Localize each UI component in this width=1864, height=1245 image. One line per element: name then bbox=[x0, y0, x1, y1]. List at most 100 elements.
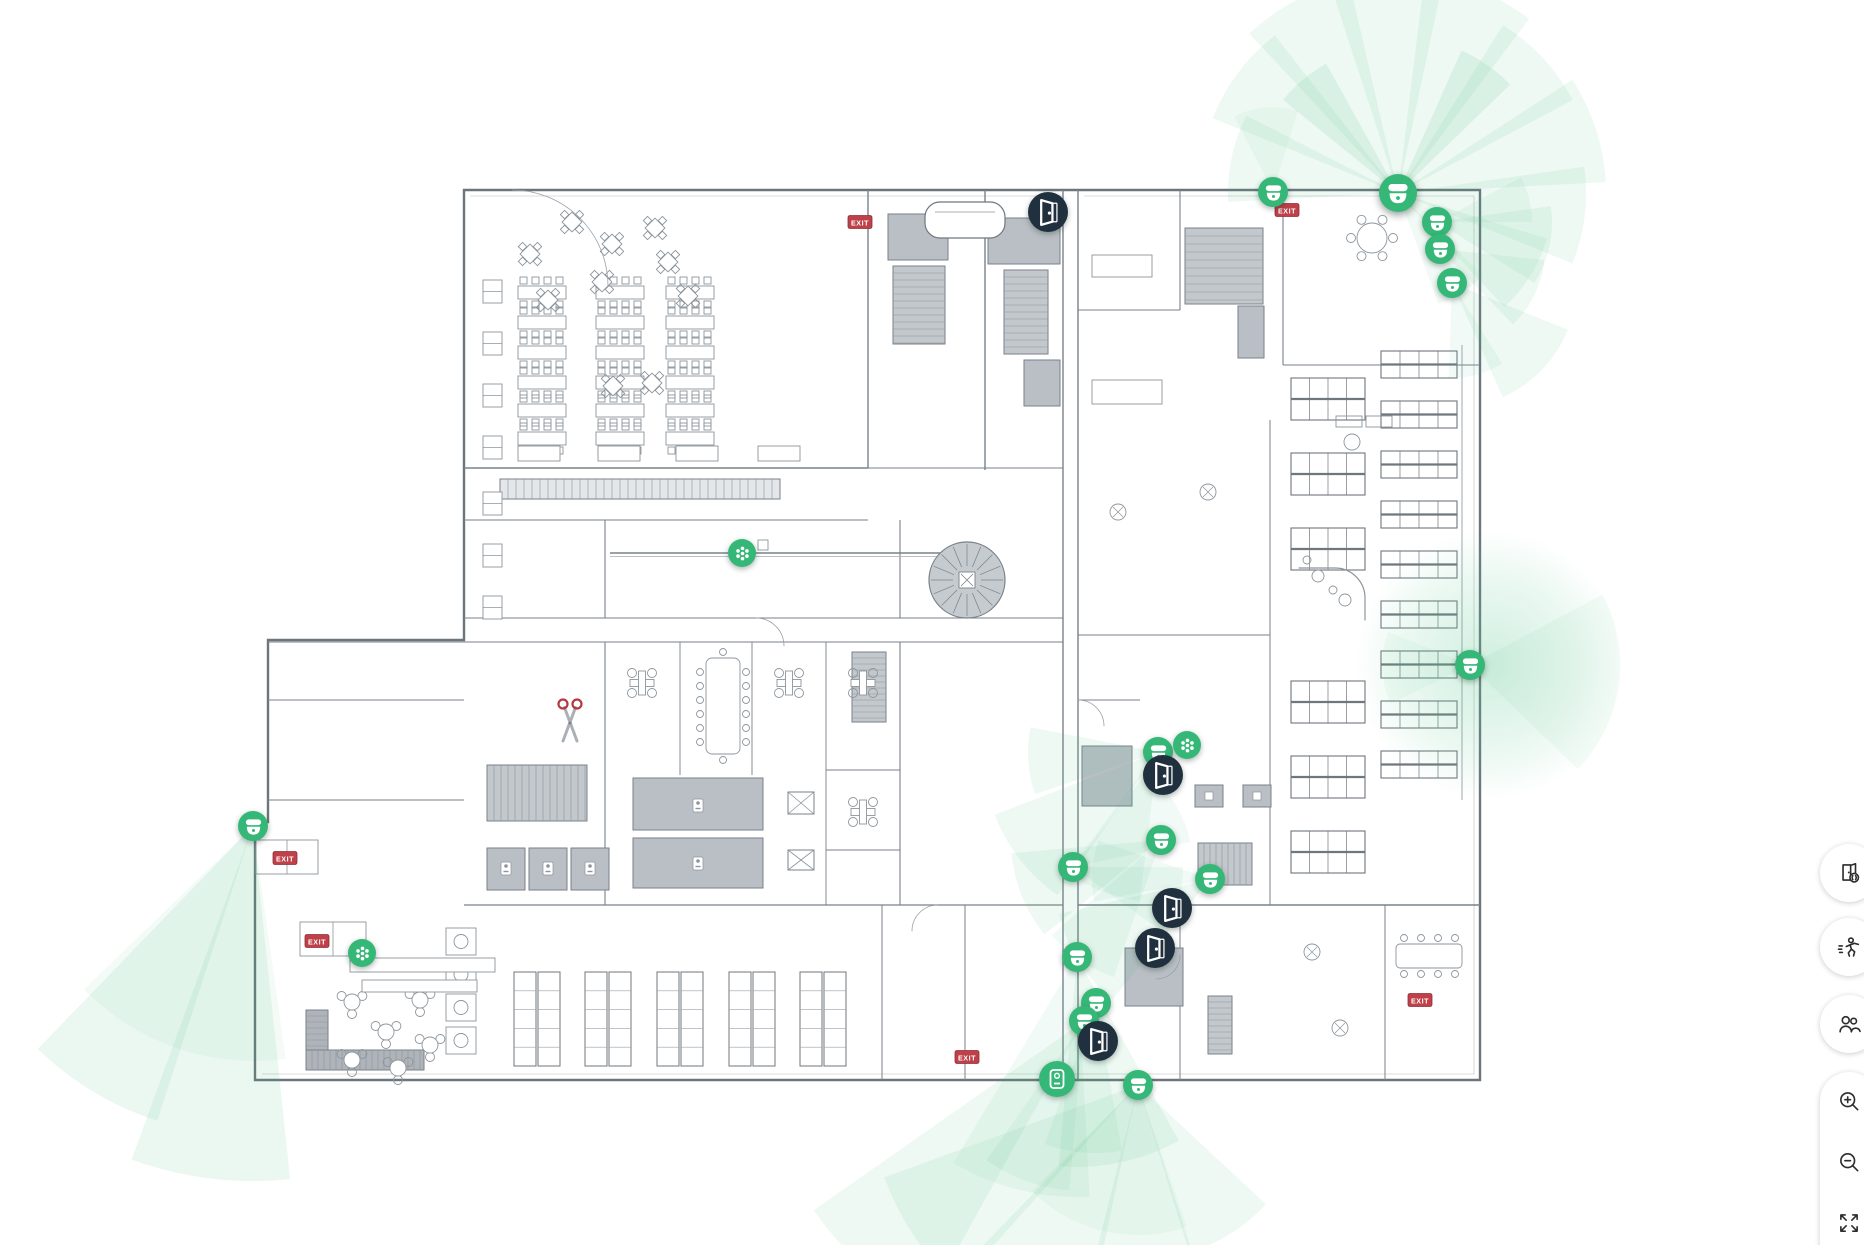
fullscreen-icon bbox=[1840, 1214, 1858, 1232]
exit-sign-label: EXIT bbox=[851, 218, 869, 227]
camera-marker[interactable] bbox=[1437, 268, 1467, 298]
camera-view-cone bbox=[1470, 594, 1620, 770]
exit-sign-label: EXIT bbox=[1411, 996, 1429, 1005]
camera-view-cone bbox=[1398, 25, 1573, 193]
door-controller-marker[interactable] bbox=[1152, 888, 1192, 928]
camera-marker[interactable] bbox=[1123, 1070, 1153, 1100]
dome-camera-icon bbox=[1462, 657, 1478, 674]
camera-view-cone bbox=[1398, 79, 1606, 193]
camera-coverage-layer bbox=[37, 0, 1625, 1245]
camera-view-cone bbox=[1028, 727, 1158, 795]
air-quality-sensor-marker[interactable] bbox=[728, 539, 756, 567]
camera-view-cone bbox=[1437, 206, 1553, 283]
camera-view-cone bbox=[1138, 1085, 1266, 1245]
camera-marker[interactable] bbox=[1422, 207, 1452, 237]
zoom-out-icon bbox=[1840, 1153, 1859, 1172]
exit-sign-label: EXIT bbox=[308, 937, 326, 946]
camera-marker[interactable] bbox=[238, 811, 268, 841]
dome-camera-icon bbox=[1388, 184, 1408, 204]
dome-camera-icon bbox=[1202, 871, 1218, 888]
motion-search-button[interactable] bbox=[1820, 918, 1864, 976]
camera-view-cone bbox=[1044, 1003, 1122, 1153]
door-icon bbox=[1154, 761, 1173, 789]
dome-camera-icon bbox=[1265, 184, 1281, 201]
door-icon bbox=[1146, 934, 1165, 962]
camera-view-cone bbox=[1437, 177, 1532, 222]
camera-marker[interactable] bbox=[1425, 234, 1455, 264]
camera-marker[interactable] bbox=[1195, 864, 1225, 894]
exit-signs-layer: EXIT EXIT EXIT EXIT EXIT EXIT bbox=[272, 203, 1433, 1064]
camera-view-cone bbox=[1031, 1085, 1187, 1235]
floor-plan-drawing bbox=[253, 188, 1482, 1085]
camera-view-cone bbox=[131, 826, 291, 1182]
dome-camera-icon bbox=[245, 818, 261, 835]
zoom-in-icon bbox=[1840, 1092, 1859, 1111]
camera-view-cone bbox=[1381, 632, 1470, 704]
camera-view-cone bbox=[1440, 249, 1545, 325]
camera-view-cone bbox=[1092, 840, 1210, 902]
camera-marker[interactable] bbox=[1258, 177, 1288, 207]
dome-camera-icon bbox=[1069, 949, 1085, 966]
exit-sign: EXIT bbox=[847, 215, 873, 229]
camera-view-cone bbox=[1234, 106, 1298, 192]
exit-sign: EXIT bbox=[1274, 203, 1300, 217]
dome-camera-icon bbox=[1432, 241, 1448, 258]
camera-view-cone bbox=[84, 826, 286, 1061]
dome-camera-icon bbox=[1444, 275, 1460, 292]
intercom-icon bbox=[1049, 1069, 1065, 1089]
camera-view-cone bbox=[1011, 840, 1161, 935]
door-schedules-button[interactable] bbox=[1820, 844, 1864, 902]
air-quality-sensor-icon bbox=[355, 946, 369, 960]
exit-sign: EXIT bbox=[272, 851, 298, 865]
camera-view-cone bbox=[1398, 0, 1530, 193]
fullscreen-button[interactable] bbox=[1836, 1210, 1862, 1236]
occupancy-button[interactable] bbox=[1820, 995, 1864, 1053]
exit-sign-label: EXIT bbox=[1278, 206, 1296, 215]
dome-camera-icon bbox=[1065, 859, 1081, 876]
zoom-in-button[interactable] bbox=[1836, 1088, 1862, 1114]
door-icon bbox=[1089, 1027, 1108, 1055]
camera-view-cone bbox=[1283, 63, 1398, 193]
camera-view-cone bbox=[953, 957, 1090, 1198]
camera-marker[interactable] bbox=[1455, 650, 1485, 680]
door-controller-marker[interactable] bbox=[1143, 755, 1183, 795]
zoom-out-button[interactable] bbox=[1836, 1149, 1862, 1175]
intercom-marker[interactable] bbox=[1039, 1061, 1075, 1097]
camera-view-cone bbox=[983, 1085, 1138, 1245]
camera-view-cone bbox=[1398, 166, 1587, 264]
exit-sign-label: EXIT bbox=[958, 1053, 976, 1062]
dome-camera-icon bbox=[1429, 214, 1445, 231]
door-controller-marker[interactable] bbox=[1135, 928, 1175, 968]
door-controller-marker[interactable] bbox=[1078, 1021, 1118, 1061]
air-quality-sensor-icon bbox=[1180, 738, 1194, 752]
air-quality-sensor-marker[interactable] bbox=[348, 939, 376, 967]
camera-marker[interactable] bbox=[1379, 174, 1417, 212]
dome-camera-icon bbox=[1153, 832, 1169, 849]
camera-view-cone bbox=[884, 1085, 1138, 1245]
zoom-controls bbox=[1820, 1072, 1864, 1245]
camera-view-cone bbox=[994, 752, 1158, 896]
camera-view-cone bbox=[1335, 0, 1439, 193]
camera-view-cone bbox=[1249, 0, 1398, 193]
dome-camera-icon bbox=[1130, 1077, 1146, 1094]
camera-view-cone bbox=[1452, 283, 1568, 398]
exit-sign-label: EXIT bbox=[276, 854, 294, 863]
camera-view-cone bbox=[37, 826, 254, 1121]
exit-sign: EXIT bbox=[1407, 993, 1433, 1007]
camera-marker[interactable] bbox=[1146, 825, 1176, 855]
camera-view-cone bbox=[1098, 1085, 1191, 1245]
camera-marker[interactable] bbox=[1062, 942, 1092, 972]
door-controller-marker[interactable] bbox=[1028, 192, 1068, 232]
exit-sign: EXIT bbox=[304, 934, 330, 948]
people-icon bbox=[1839, 1015, 1861, 1033]
door-clock-icon bbox=[1842, 862, 1860, 883]
camera-view-cone bbox=[1448, 283, 1503, 378]
air-quality-sensor-icon bbox=[735, 546, 749, 560]
camera-view-cone bbox=[1212, 35, 1398, 194]
exit-sign: EXIT bbox=[954, 1050, 980, 1064]
air-quality-sensor-marker[interactable] bbox=[1173, 731, 1201, 759]
camera-marker[interactable] bbox=[1058, 852, 1088, 882]
